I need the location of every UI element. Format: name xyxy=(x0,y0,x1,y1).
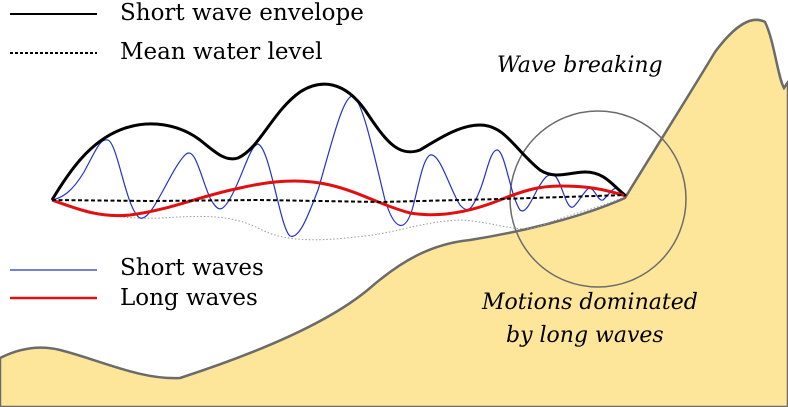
long-waves-line xyxy=(51,179,627,218)
motions-label-line1: Motions dominated xyxy=(481,290,698,315)
short-wave-envelope xyxy=(50,82,627,201)
legend-mean-label: Mean water level xyxy=(120,39,323,65)
legend-envelope-label: Short wave envelope xyxy=(120,0,364,26)
legend-short-waves-label: Short waves xyxy=(120,255,264,281)
wave-breaking-label: Wave breaking xyxy=(497,53,663,78)
legend-long-waves-label: Long waves xyxy=(120,285,258,311)
motions-label-line2: by long waves xyxy=(506,323,664,348)
legend: Short wave envelope Mean water level Sho… xyxy=(10,0,364,311)
short-waves-line xyxy=(51,95,627,237)
mean-water-level-line xyxy=(51,194,627,204)
lower-envelope xyxy=(51,195,627,241)
beach-profile xyxy=(0,18,788,407)
